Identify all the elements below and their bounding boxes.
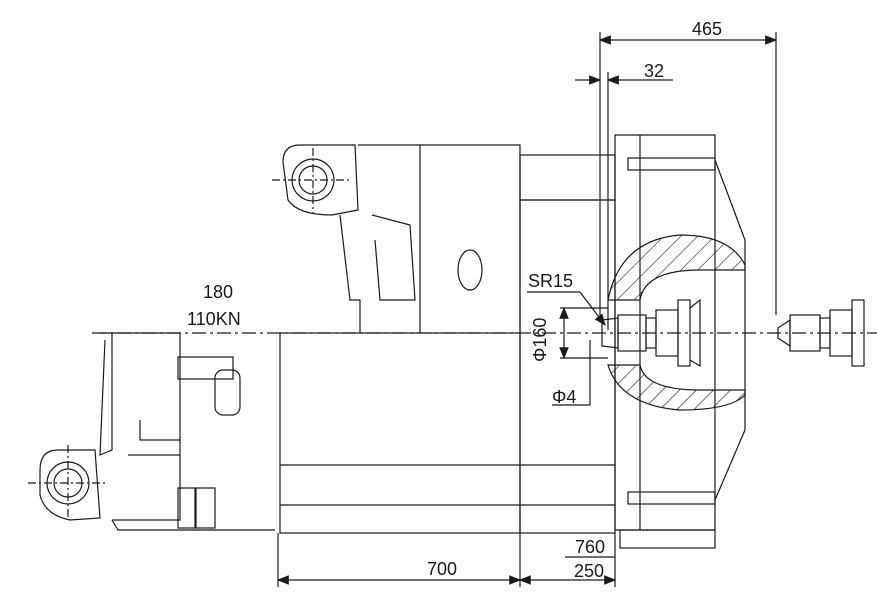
label-180: 180 [203, 282, 234, 302]
label-700: 700 [427, 559, 458, 579]
upper-toggle-link [272, 144, 616, 333]
dim-250 [518, 533, 617, 587]
label-sr15: SR15 [528, 271, 574, 291]
retracted-nozzle [777, 299, 865, 367]
leaders [527, 291, 606, 406]
dim-700 [276, 533, 522, 587]
nozzle-assembly [601, 298, 701, 368]
dim-32 [575, 72, 673, 330]
label-phi4: Φ4 [552, 387, 577, 407]
label-phi160: Φ160 [530, 317, 550, 362]
fixed-platen [607, 134, 746, 549]
lower-toggle-link [28, 332, 275, 531]
label-110kn: 110KN [187, 309, 241, 329]
dim-phi160 [559, 306, 608, 360]
label-465: 465 [692, 19, 723, 39]
label-250: 250 [574, 561, 605, 581]
label-760: 760 [575, 537, 606, 557]
label-32: 32 [644, 61, 665, 81]
moving-platen [279, 199, 616, 534]
